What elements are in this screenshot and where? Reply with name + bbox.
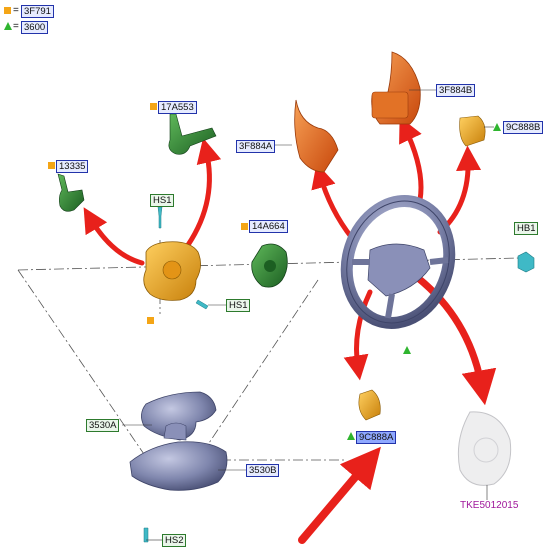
- arrow-to-17A553: [185, 137, 222, 248]
- shroud-upper-3530A[interactable]: [141, 391, 217, 441]
- arrow-to-3F884A: [311, 162, 355, 241]
- square-marker-13335: [48, 162, 55, 169]
- switch-9C888B[interactable]: [459, 115, 486, 147]
- label-9C888B[interactable]: 9C888B: [503, 121, 544, 134]
- lever-17A553[interactable]: [168, 113, 217, 155]
- steering-wheel[interactable]: [331, 188, 464, 337]
- label-9C888A[interactable]: 9C888A: [356, 431, 397, 444]
- legend-equals-2: =: [13, 21, 19, 32]
- legend-equals: =: [13, 5, 19, 16]
- clockspring-14A664[interactable]: [251, 243, 288, 288]
- square-marker-17A553: [150, 103, 157, 110]
- paddle-shifter-right[interactable]: [371, 51, 421, 125]
- label-HS1-top[interactable]: HS1: [150, 194, 175, 207]
- screw-hs2: [143, 527, 149, 543]
- label-3530A[interactable]: 3530A: [86, 419, 120, 432]
- arrow-to-9C888A: [343, 289, 373, 381]
- triangle-marker-legend: [4, 22, 12, 30]
- label-17A553[interactable]: 17A553: [158, 101, 197, 114]
- airbag-part-code[interactable]: TKE5012015: [460, 500, 519, 511]
- arrow-to-13335: [83, 207, 145, 266]
- square-marker-housing: [147, 317, 154, 324]
- label-HS1-bottom[interactable]: HS1: [226, 299, 251, 312]
- big-pointer-arrow: [298, 446, 381, 544]
- switch-housing[interactable]: [143, 241, 201, 301]
- label-3F884A[interactable]: 3F884A: [236, 140, 276, 153]
- airbag-module[interactable]: [457, 411, 512, 486]
- label-3F884B[interactable]: 3F884B: [436, 84, 476, 97]
- legend-square-label[interactable]: 3F791: [21, 5, 54, 18]
- label-3530B[interactable]: 3530B: [246, 464, 280, 477]
- shroud-lower-3530B[interactable]: [129, 422, 228, 491]
- triangle-marker-wheel: [403, 346, 411, 354]
- label-14A664[interactable]: 14A664: [249, 220, 288, 233]
- screw-hs1-top: [157, 206, 163, 229]
- paddle-shifter-left[interactable]: [294, 99, 339, 173]
- triangle-marker-9C888B: [493, 123, 501, 131]
- legend-triangle-label[interactable]: 3600: [21, 21, 49, 34]
- screw-hs1-bottom: [195, 299, 209, 310]
- arrow-to-airbag: [414, 274, 497, 406]
- label-13335[interactable]: 13335: [56, 160, 89, 173]
- label-HS2[interactable]: HS2: [162, 534, 187, 547]
- switch-9C888A[interactable]: [358, 389, 381, 421]
- label-HB1[interactable]: HB1: [514, 222, 539, 235]
- square-marker-legend: [4, 7, 11, 14]
- square-marker-14A664: [241, 223, 248, 230]
- triangle-marker-9C888A: [347, 432, 355, 440]
- arrow-to-3F884B: [399, 116, 424, 203]
- red-arrows: [83, 116, 497, 544]
- bolt-hb1: [517, 251, 535, 273]
- lever-13335[interactable]: [57, 173, 85, 212]
